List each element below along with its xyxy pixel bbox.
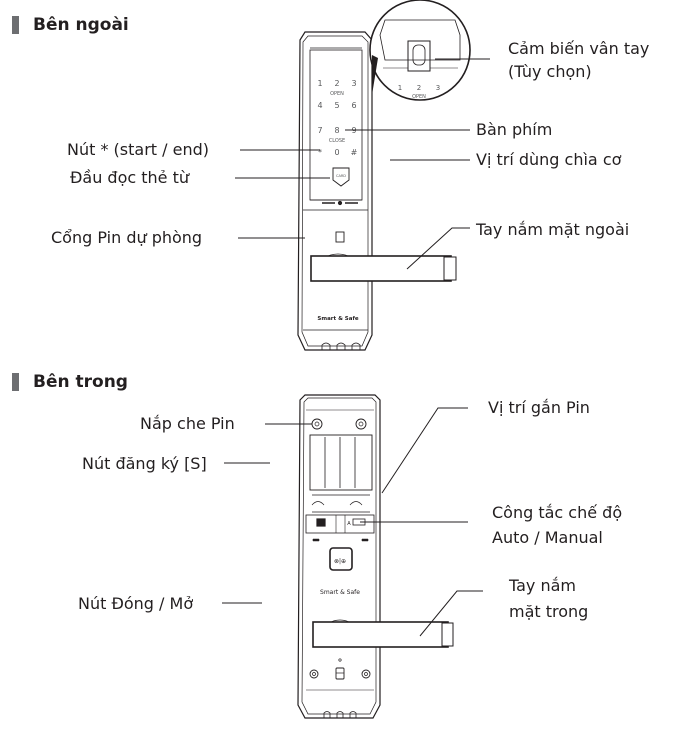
label-mode-switch: Công tắc chế độ Auto / Manual: [492, 503, 622, 548]
key-2: 2: [334, 79, 339, 88]
key-star: *: [318, 148, 322, 157]
key-3: 3: [351, 79, 356, 88]
close-label: CLOSE: [329, 138, 345, 144]
label-register-button: Nút đăng ký [S]: [82, 454, 207, 473]
screw-icon: [355, 418, 367, 430]
mag-key-2: 2: [417, 84, 421, 92]
label-mechanical-key: Vị trí dùng chìa cơ: [476, 150, 622, 169]
fingerprint-magnifier: [369, 0, 471, 101]
card-text: CARD: [336, 174, 346, 178]
label-line: Cảm biến vân tay: [508, 39, 650, 58]
label-line: mặt trong: [509, 602, 589, 621]
label-backup-battery: Cổng Pin dự phòng: [51, 228, 203, 247]
section-title-text: Bên ngoài: [33, 15, 129, 35]
mag-open-label: OPEN: [412, 94, 426, 100]
inside-lock-body: [297, 394, 381, 719]
open-close-symbol: ⊗|⊕: [334, 558, 346, 565]
fingerprint-sensor-icon: [407, 40, 431, 72]
mag-key-3: 3: [436, 84, 440, 92]
register-button-icon: [316, 518, 326, 527]
key-6: 6: [351, 101, 356, 110]
label-card-reader: Đầu đọc thẻ từ: [70, 168, 190, 187]
key-0: 0: [334, 148, 339, 157]
outer-handle: [310, 255, 452, 282]
label-keypad: Bàn phím: [476, 120, 553, 139]
label-line: Công tắc chế độ: [492, 503, 623, 522]
label-line: Auto / Manual: [492, 528, 603, 547]
open-label: OPEN: [330, 91, 344, 97]
key-8: 8: [334, 126, 339, 135]
key-7: 7: [317, 126, 322, 135]
label-line: (Tùy chọn): [508, 62, 592, 81]
key-hole-icon: [335, 231, 345, 243]
key-hash: #: [351, 148, 358, 157]
screw-icon: [311, 418, 323, 430]
outside-lock-body: [297, 31, 373, 351]
title-bar: [12, 373, 19, 391]
key-1: 1: [317, 79, 322, 88]
mag-key-1: 1: [398, 84, 402, 92]
inner-handle: [312, 621, 449, 648]
label-star-button: Nút * (start / end): [67, 140, 210, 159]
key-5: 5: [334, 101, 339, 110]
switch-letter: A: [347, 521, 351, 527]
label-battery-slot: Vị trí gắn Pin: [488, 398, 590, 417]
section-title-inside: Bên trong: [12, 372, 128, 392]
brand-outside: Smart & Safe: [317, 316, 358, 322]
key-4: 4: [317, 101, 322, 110]
brand-inside: Smart & Safe: [320, 589, 360, 596]
label-open-close-button: Nút Đóng / Mở: [78, 594, 194, 613]
section-title-outside: Bên ngoài: [12, 15, 129, 35]
label-outer-handle: Tay nắm mặt ngoài: [476, 220, 630, 239]
open-close-button-icon: [329, 547, 353, 571]
section-title-text: Bên trong: [33, 372, 128, 392]
card-reader-icon: [332, 167, 350, 187]
label-line: Tay nắm: [509, 576, 577, 595]
label-battery-cover: Nắp che Pin: [140, 414, 235, 433]
battery-compartment: [309, 434, 373, 491]
label-inner-handle: Tay nắm mặt trong: [509, 576, 588, 622]
title-bar: [12, 16, 19, 34]
label-fingerprint-sensor: Cảm biến vân tay (Tùy chọn): [508, 39, 649, 82]
